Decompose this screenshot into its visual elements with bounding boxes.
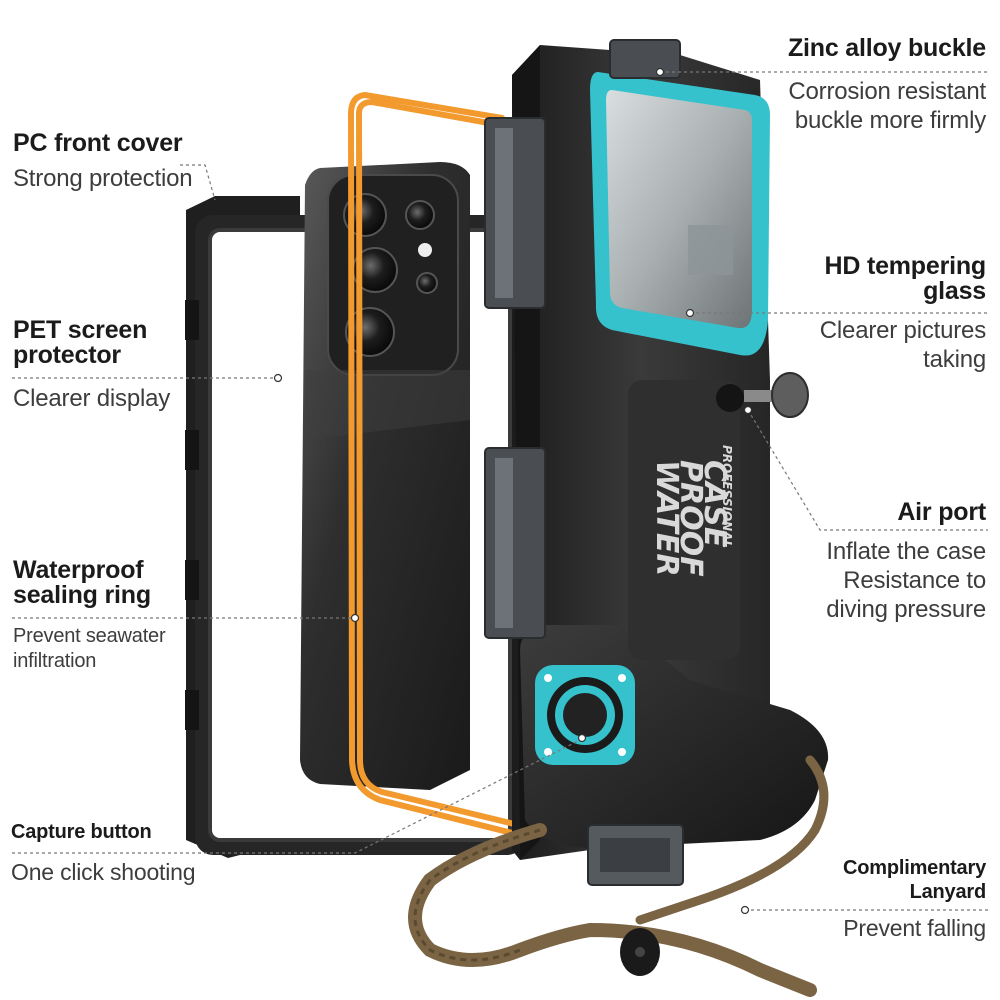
emblem-line-3: CASE — [697, 460, 732, 548]
feature-desc-line: Inflate the case — [826, 538, 986, 565]
feature-desc: Clearer pictures taking — [820, 316, 986, 374]
leader-air-port — [747, 409, 988, 531]
feature-title-line: PET screen — [13, 316, 148, 344]
lanyard — [408, 755, 829, 997]
feature-desc-line: buckle more firmly — [794, 107, 986, 134]
feature-title-line: Complimentary — [843, 857, 986, 879]
feature-desc-line: taking — [923, 346, 986, 373]
feature-pc-front-cover: PC front cover Strong protection — [13, 129, 193, 193]
feature-title: Waterproof sealing ring — [13, 558, 165, 608]
feature-desc: Inflate the case Resistance to diving pr… — [826, 537, 986, 624]
feature-desc-line: Resistance to — [843, 567, 986, 594]
emblem-line-2: PROOF — [673, 460, 708, 577]
feature-title: HD tempering glass — [820, 254, 986, 304]
sealing-ring — [348, 92, 563, 848]
feature-title-line: sealing ring — [13, 581, 151, 609]
feature-waterproof-sealing-ring: Waterproof sealing ring Prevent seawater… — [13, 558, 166, 674]
feature-title: Complimentary Lanyard — [843, 856, 986, 904]
emblem-sub: PROFESSIONAL — [720, 445, 734, 548]
leader-capture-button — [12, 739, 581, 854]
capture-button-illustration — [535, 665, 635, 765]
feature-title: Zinc alloy buckle — [787, 34, 986, 62]
feature-pet-screen-protector: PET screen protector Clearer display — [13, 318, 170, 413]
emblem-line-1: WATER — [649, 460, 684, 576]
feature-capture-button: Capture button One click shooting — [11, 820, 196, 885]
feature-complimentary-lanyard: Complimentary Lanyard Prevent falling — [843, 856, 986, 940]
feature-desc: Strong protection — [13, 165, 193, 192]
feature-title: PET screen protector — [13, 318, 170, 368]
bottom-clip — [587, 824, 684, 886]
phone-illustration — [300, 162, 470, 790]
feature-zinc-alloy-buckle: Zinc alloy buckle Corrosion resistant bu… — [788, 36, 986, 135]
air-port-knob — [716, 372, 809, 418]
feature-desc: Corrosion resistant buckle more firmly — [788, 77, 986, 135]
feature-title-line: Waterproof — [13, 556, 144, 584]
leader-lines — [12, 71, 988, 911]
feature-hd-tempering-glass: HD tempering glass Clearer pictures taki… — [820, 254, 986, 374]
feature-desc: Prevent falling — [843, 915, 986, 941]
feature-desc-line: Clearer pictures — [819, 317, 986, 344]
zinc-alloy-buckles — [484, 39, 681, 639]
feature-title: Capture button — [11, 821, 152, 843]
feature-title: Air port — [897, 498, 986, 526]
feature-desc: One click shooting — [11, 859, 196, 885]
leader-dots — [273, 67, 753, 915]
feature-desc-line: diving pressure — [826, 596, 986, 623]
feature-title-line: Lanyard — [909, 881, 987, 903]
feature-air-port: Air port Inflate the case Resistance to … — [826, 500, 986, 624]
feature-title-line: protector — [13, 341, 121, 369]
feature-title: PC front cover — [13, 129, 183, 157]
feature-desc-line: infiltration — [13, 650, 97, 672]
feature-title-line: HD tempering — [824, 252, 986, 280]
feature-desc-line: Prevent seawater — [13, 625, 166, 647]
leader-pc-front-cover — [180, 164, 216, 201]
feature-desc: Clearer display — [13, 385, 171, 412]
feature-desc-line: Corrosion resistant — [788, 78, 986, 105]
hd-glass-window — [590, 72, 770, 356]
waterproof-case-emblem: WATER PROOF CASE PROFESSIONAL — [649, 445, 734, 577]
feature-desc: Prevent seawater infiltration — [13, 624, 166, 674]
feature-title-line: glass — [923, 277, 986, 305]
